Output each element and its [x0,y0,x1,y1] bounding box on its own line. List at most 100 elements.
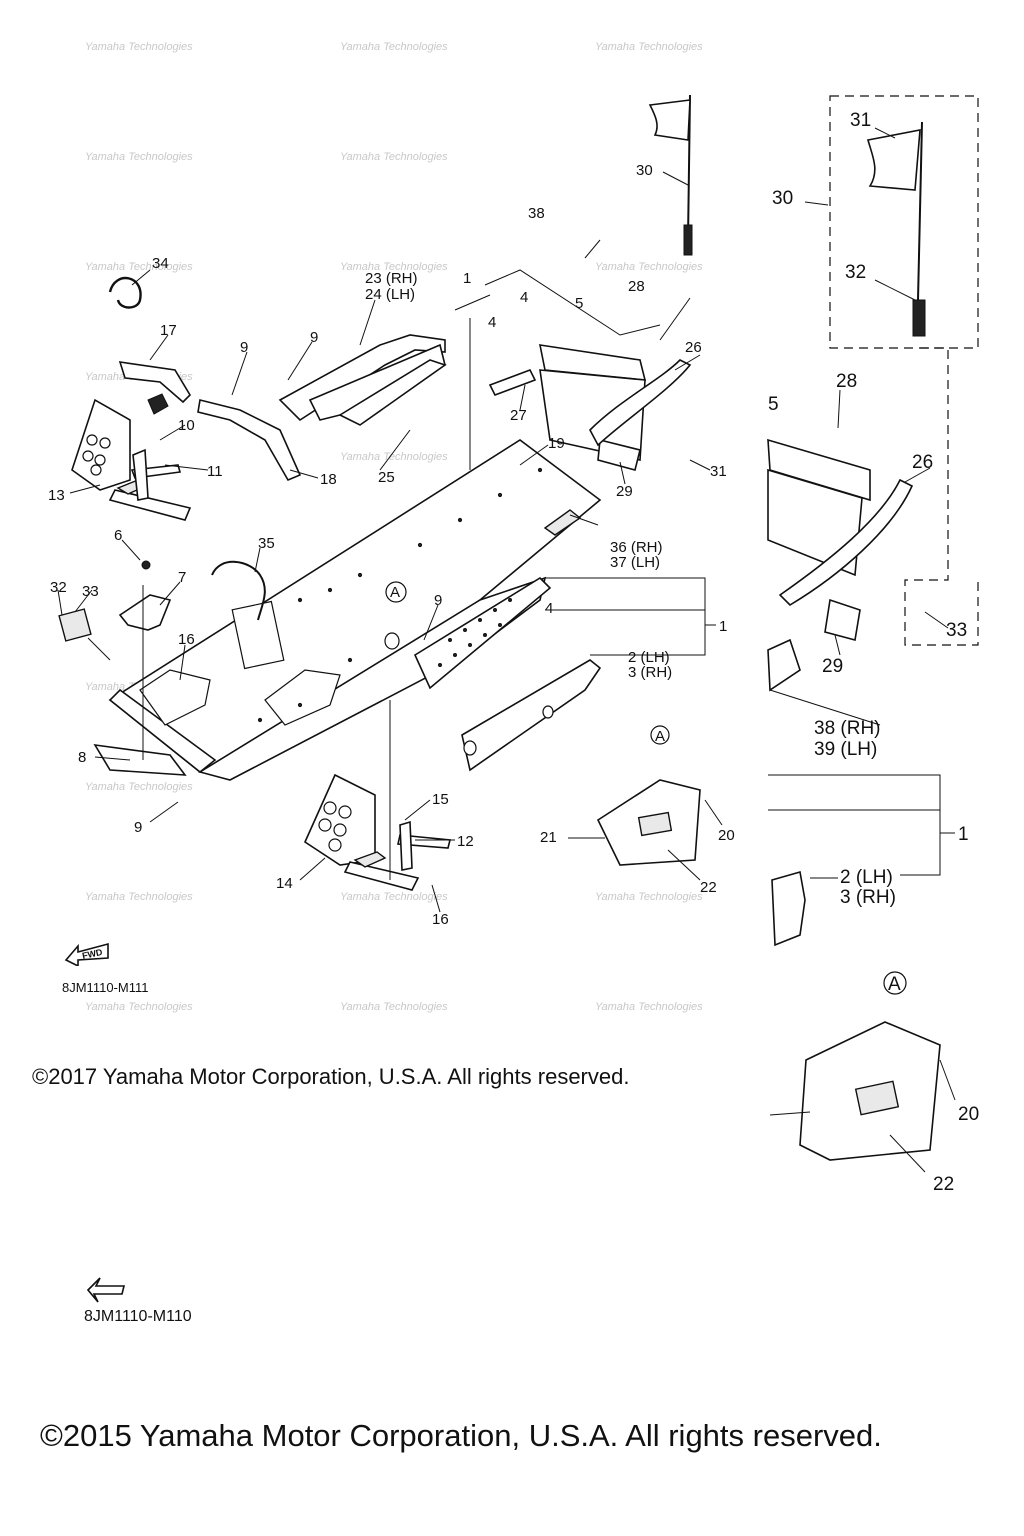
callout: 3 (RH) [840,887,896,908]
watermark: Yamaha Technologies [340,891,448,903]
callout: 18 [320,471,337,488]
watermark: Yamaha Technologies [85,151,193,163]
callout: 11 [207,463,223,480]
callout: 37 (LH) [610,554,660,571]
fwd-arrow-partial-icon [86,1277,126,1303]
callout: 5 [768,394,779,415]
callout: 4 [488,314,496,331]
watermark: Yamaha Technologies [340,151,448,163]
callout: 28 [836,371,857,392]
callout: 23 (RH) [365,270,418,287]
callout: 30 [772,188,793,209]
callout: 38 [528,205,545,222]
callout: 1 [719,618,727,635]
callout: 1 [463,270,471,287]
rear-rack-assembly [488,344,692,471]
watermark: Yamaha Technologies [595,261,703,273]
copyright-2015: ©2015 Yamaha Motor Corporation, U.S.A. A… [40,1418,882,1453]
watermark: Yamaha Technologies [85,41,193,53]
flag-detail [867,121,926,337]
callout: 31 [710,463,727,480]
callout: 25 [378,469,395,486]
callout: 19 [548,435,565,452]
part-33-taillight [58,608,111,661]
callout: 35 [258,535,275,552]
part-25 [338,359,447,426]
diagram-code-bottom: 8JM1110-M110 [84,1308,192,1325]
callout: 15 [432,791,449,808]
callout: 22 [933,1174,954,1195]
callout: 26 [912,452,933,473]
reference-marker-a [385,581,407,603]
callout: 13 [48,487,65,504]
watermark: Yamaha Technologies [340,451,448,463]
callout: 6 [114,527,122,544]
callout: 31 [850,110,871,131]
callout: 29 [822,656,843,677]
callout: 2 (LH) [840,867,893,888]
watermark: Yamaha Technologies [595,1001,703,1013]
callout-labels-main: 34 17 9 9 23 (RH) 24 (LH) 18 25 10 11 13… [48,162,735,928]
reference-marker-label: A [888,974,901,995]
callout: 5 [575,295,583,312]
bracket-12-post [399,820,413,871]
callout: 16 [178,631,195,648]
callout: 10 [178,417,195,434]
callout: 33 [82,583,99,600]
part-6-bolt [141,560,151,570]
running-board [413,576,552,690]
rack-detail [767,438,914,692]
watermark: Yamaha Technologies [595,41,703,53]
callout: 32 [845,262,866,283]
leader-lines-main [57,171,723,913]
callout: 38 (RH) [814,718,881,739]
watermark: Yamaha Technologies [340,261,448,273]
callout: 7 [178,569,186,586]
callout: 27 [510,407,527,424]
watermark: Yamaha Technologies [85,781,193,793]
bracket-detail-2-3 [771,870,806,947]
watermark: Yamaha Technologies [85,261,193,273]
callout: 9 [434,592,442,609]
reference-marker-label: A [390,584,400,601]
callout: 14 [276,875,293,892]
callout: 34 [152,255,169,272]
callout: 12 [457,833,474,850]
flag-detail-leader [904,347,979,646]
part-8 [93,743,187,776]
callout: 4 [520,289,528,306]
callout: 3 (RH) [628,664,672,681]
callout: 28 [628,278,645,295]
copyright-2017: ©2017 Yamaha Motor Corporation, U.S.A. A… [32,1064,630,1089]
part-18 [197,399,302,482]
plate-14 [303,773,420,891]
watermark: Yamaha Technologies [85,891,193,903]
callout-labels-inset: 31 30 32 28 5 26 33 29 38 (RH) 39 (LH) 1… [768,110,979,1195]
callout: 32 [50,579,67,596]
callout: 16 [432,911,449,928]
plate-13 [71,398,192,521]
flag-detail-box [829,95,979,349]
callout: 2 (LH) [628,649,670,666]
flag-30 [648,94,693,256]
callout: 17 [160,322,177,339]
callout: 1 [958,824,969,845]
cover-detail-21-22: A [799,971,941,1161]
callout: 22 [700,879,717,896]
side-bracket-2-3 [461,659,602,772]
callout: 9 [310,329,318,346]
callout: 21 [540,829,557,846]
reference-marker-label: A [655,728,665,745]
callout: 9 [134,819,142,836]
callout: 8 [78,749,86,766]
callout: 36 (RH) [610,539,663,556]
part-17 [118,361,192,415]
part-34-clamp [108,276,142,309]
callout: 33 [946,620,967,641]
callout: 29 [616,483,633,500]
callout: 26 [685,339,702,356]
part-35-wire [211,560,266,621]
callout: 39 (LH) [814,739,877,760]
part-7 [118,594,172,631]
callout: 24 (LH) [365,286,415,303]
